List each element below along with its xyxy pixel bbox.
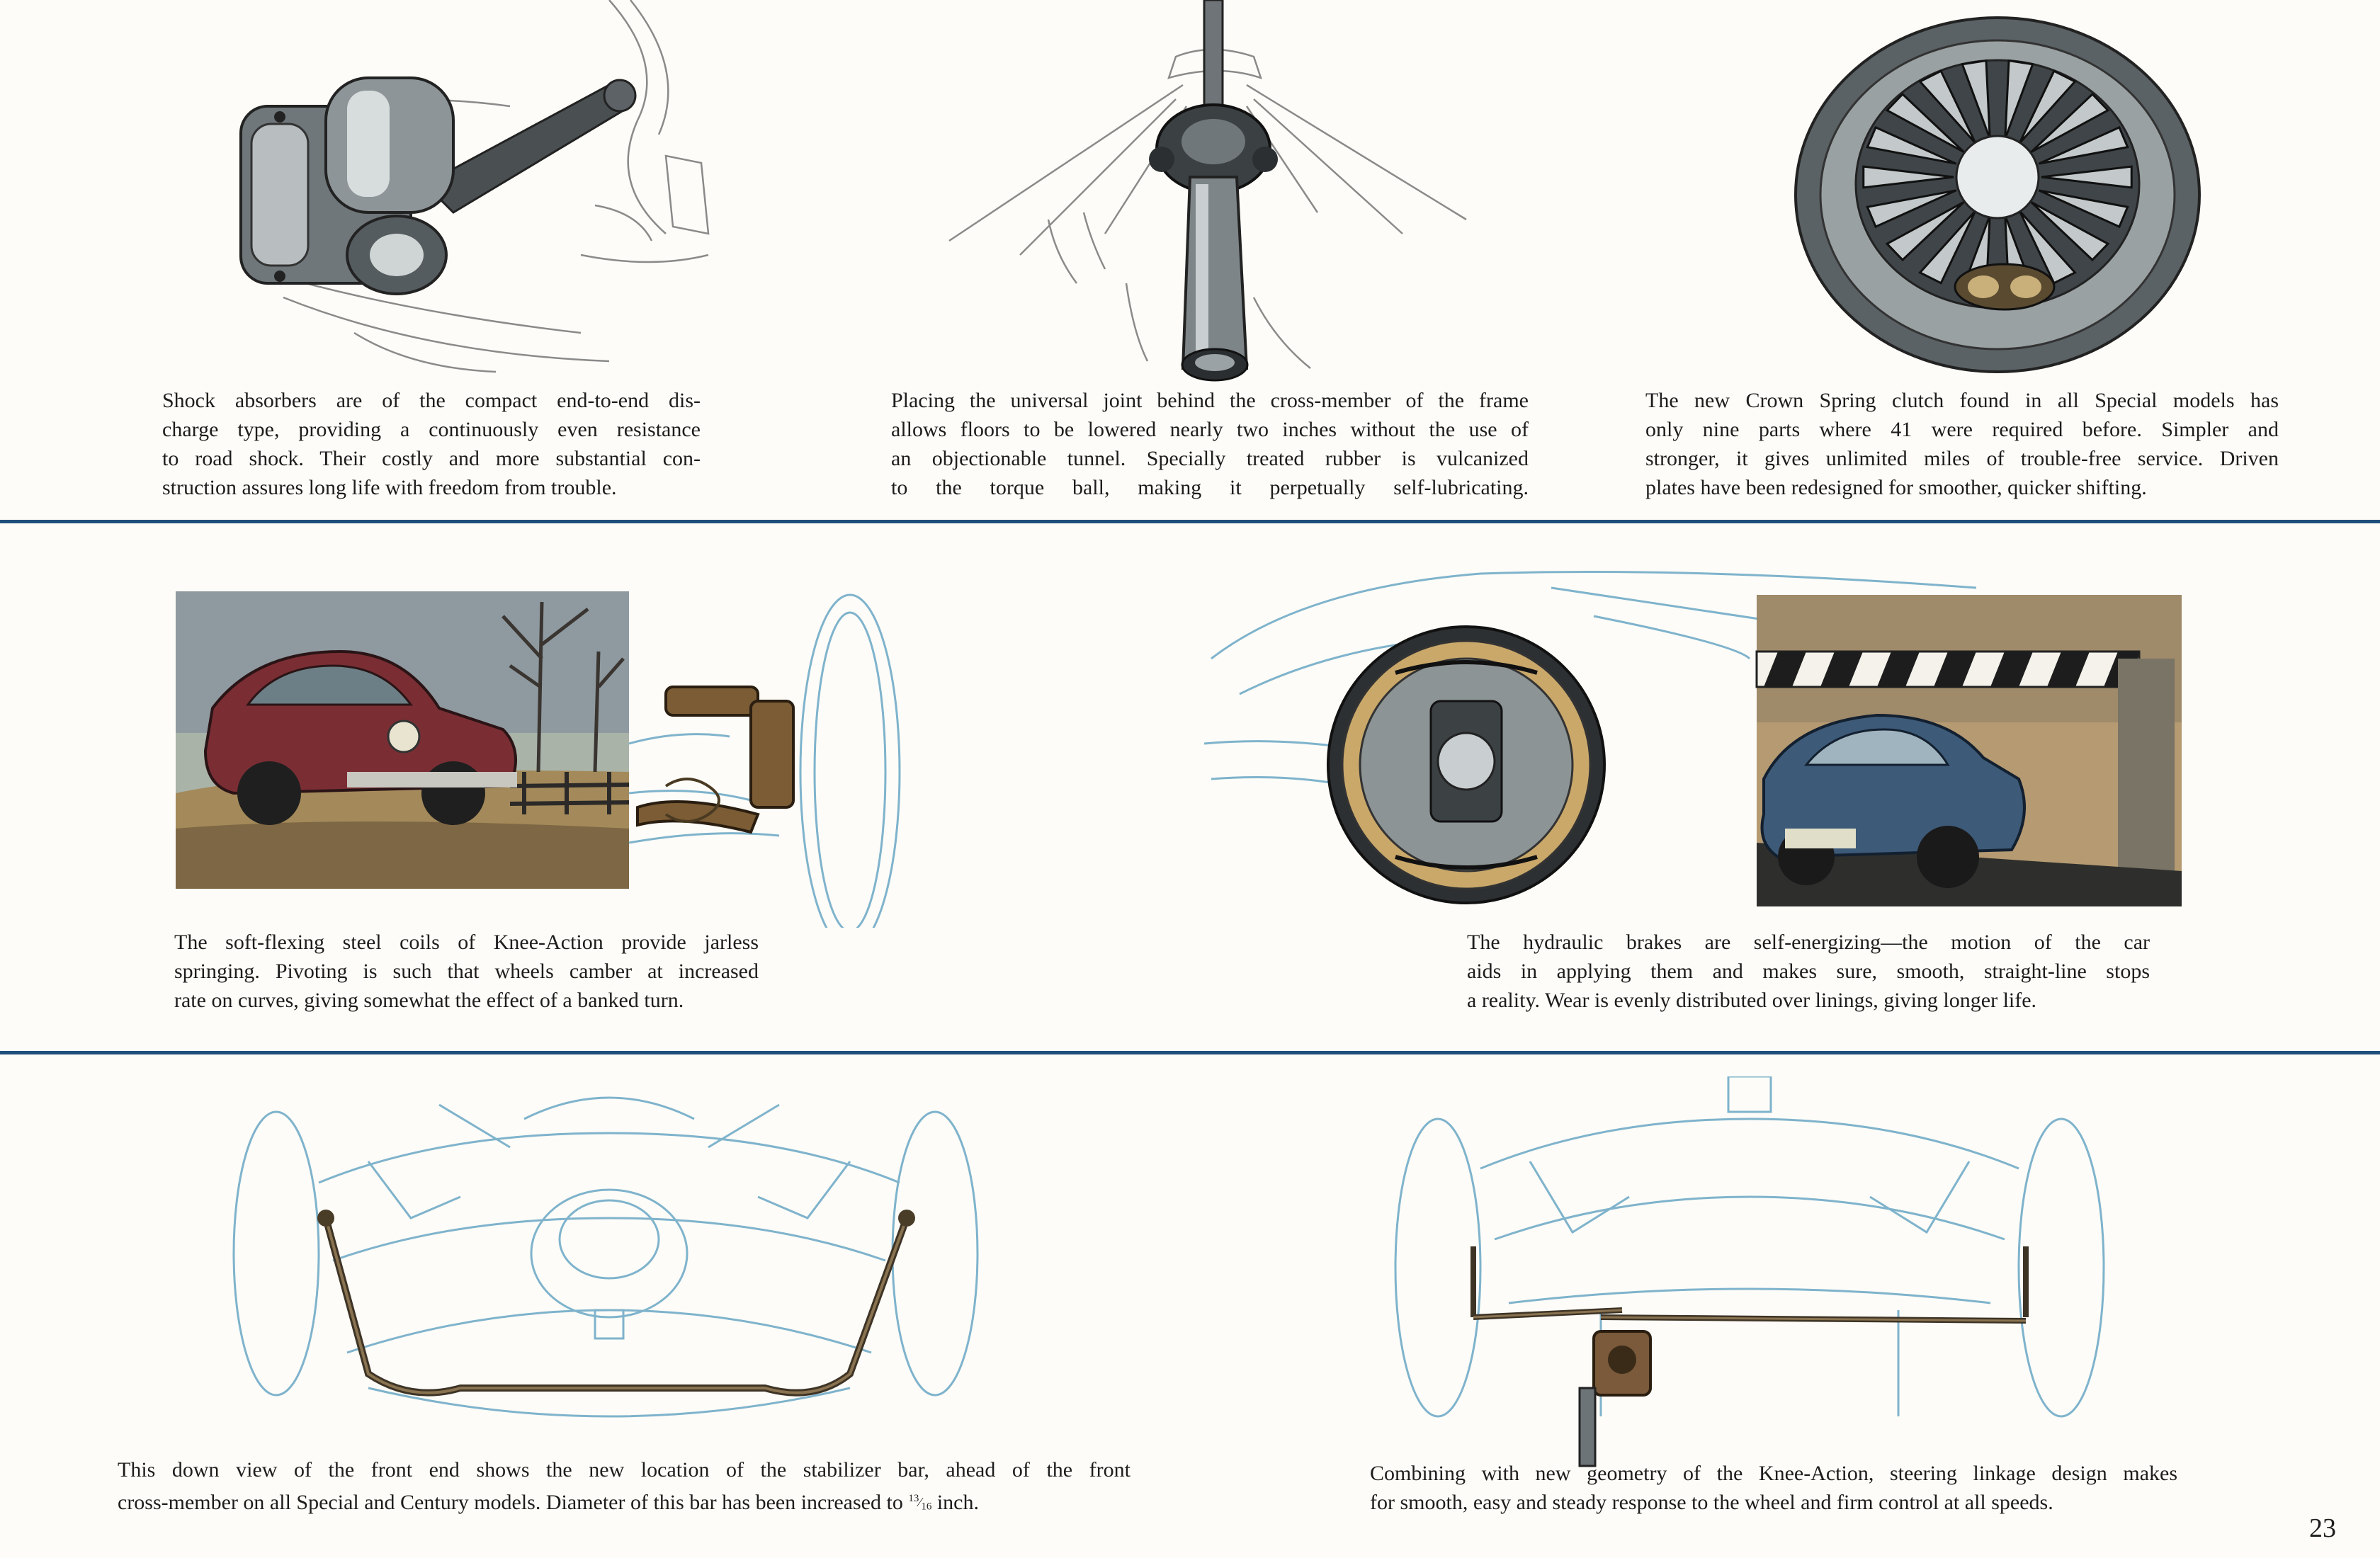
clutch-finger [2004,59,2034,140]
section-divider-top [0,520,2380,523]
clutch-finger [2041,165,2133,189]
steering-caption: Combining with new geometry of the Knee-… [1370,1462,2177,1514]
universal-joint-illustration [942,0,1473,382]
clutch-illustration [1792,14,2203,375]
shock-absorber-caption: Shock absorbers are of the compact end-t… [162,389,701,499]
section-divider-middle [0,1051,2380,1054]
page-number: 23 [2309,1513,2336,1543]
clutch-finger [1862,165,1954,189]
clutch-finger [1866,125,1957,165]
shock-absorber-illustration [212,0,751,375]
clutch-finger [2018,69,2077,144]
clutch-caption: The new Crown Spring clutch found in all… [1645,389,2279,499]
clutch-finger [1885,92,1965,153]
clutch-finger [2018,210,2077,285]
clutch-finger [1961,59,1991,140]
knee-action-car-illustration [170,559,907,928]
brakes-caption: The hydraulic brakes are self-energizing… [1467,931,2150,1012]
clutch-finger [1885,201,1965,262]
clutch-finger [1918,69,1977,144]
clutch-finger [2030,92,2110,153]
clutch-finger [1866,189,1957,229]
steering-linkage-illustration [1388,1076,2111,1473]
clutch-finger [2038,189,2129,229]
clutch-finger [2030,201,2110,262]
stabilizer-bar-illustration [227,1076,992,1459]
stabilizer-caption-line-end: inch. [931,1491,979,1514]
clutch-finger [2038,125,2129,165]
stabilizer-caption-line-2: cross-member on all Special and Century … [118,1491,903,1514]
hydraulic-brake-illustration [1197,545,2182,921]
clutch-finger [1918,210,1977,285]
stabilizer-caption: This down view of the front end shows th… [118,1458,1130,1514]
universal-joint-caption: Placing the universal joint behind the c… [891,389,1529,499]
fraction: 13⁄16 [908,1493,932,1513]
knee-action-caption: The soft-flexing steel coils of Knee-Act… [174,931,759,1012]
